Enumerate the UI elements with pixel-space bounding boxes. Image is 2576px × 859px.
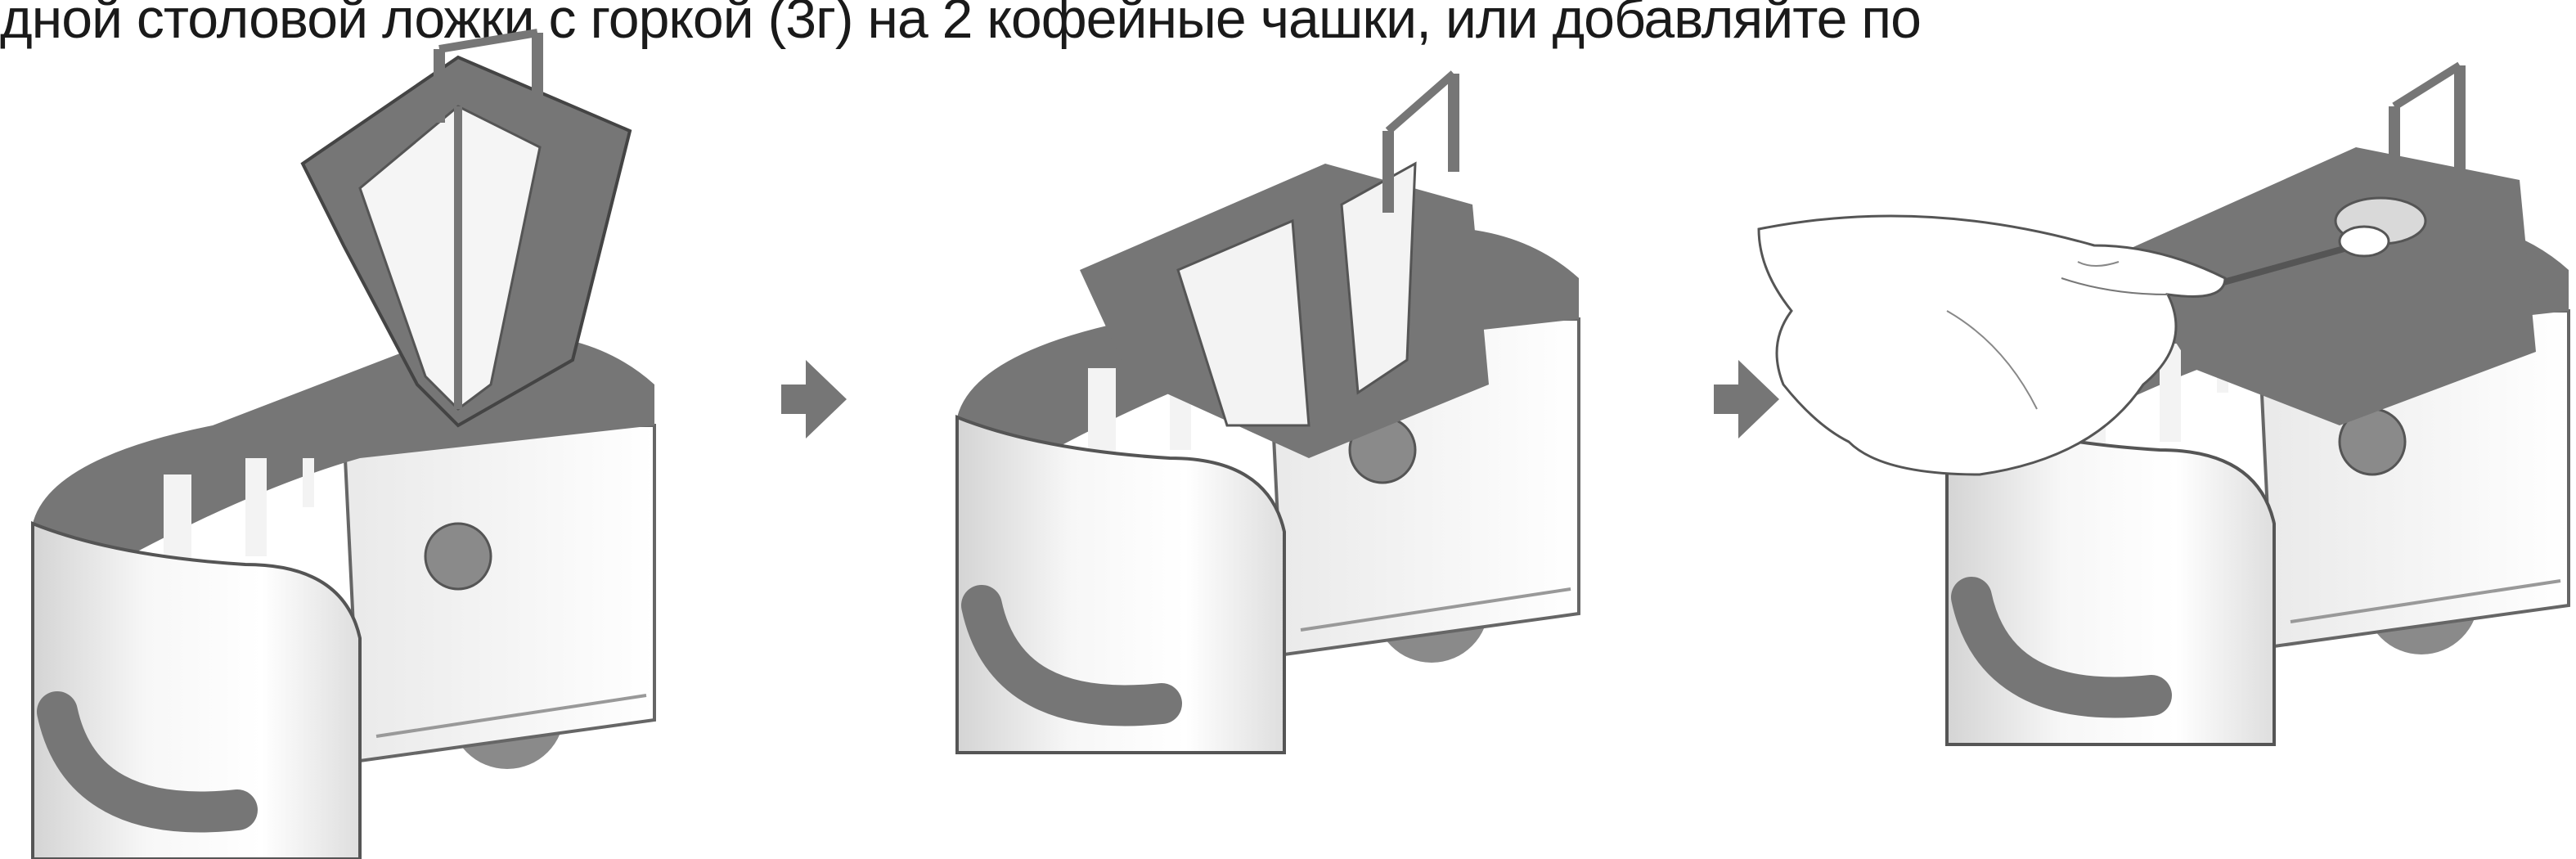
instruction-text: дной столовой ложки с горкой (3г) на 2 к… bbox=[0, 0, 1922, 50]
step-2-illustration bbox=[957, 70, 1579, 753]
step-1-illustration bbox=[33, 29, 654, 859]
step-3-illustration bbox=[1757, 61, 2569, 744]
coffee-maker-funnel-lifted-icon bbox=[300, 29, 632, 428]
coffee-maker-add-coffee-spoon-icon bbox=[1757, 61, 2536, 476]
coffee-maker-funnel-inserted-icon bbox=[1080, 70, 1489, 458]
right-arrow-icon bbox=[1714, 360, 1779, 438]
right-arrow-icon bbox=[781, 360, 847, 438]
